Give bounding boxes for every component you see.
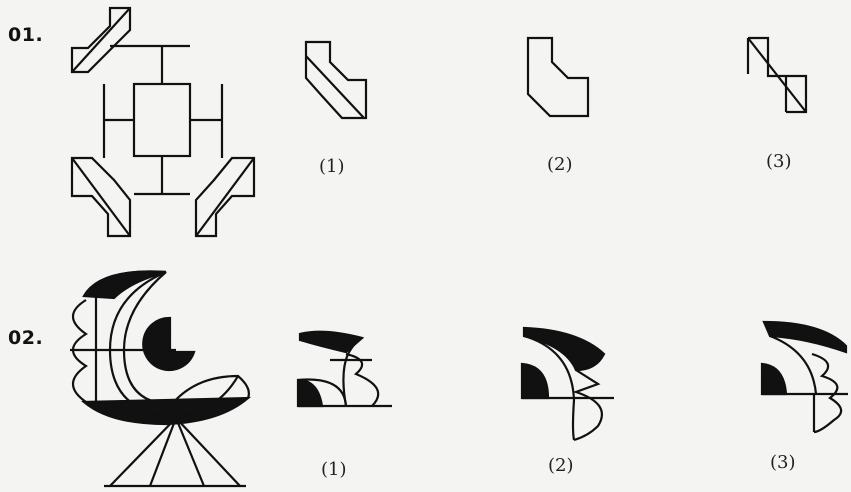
q2-option-3-label: (3) — [770, 452, 796, 473]
